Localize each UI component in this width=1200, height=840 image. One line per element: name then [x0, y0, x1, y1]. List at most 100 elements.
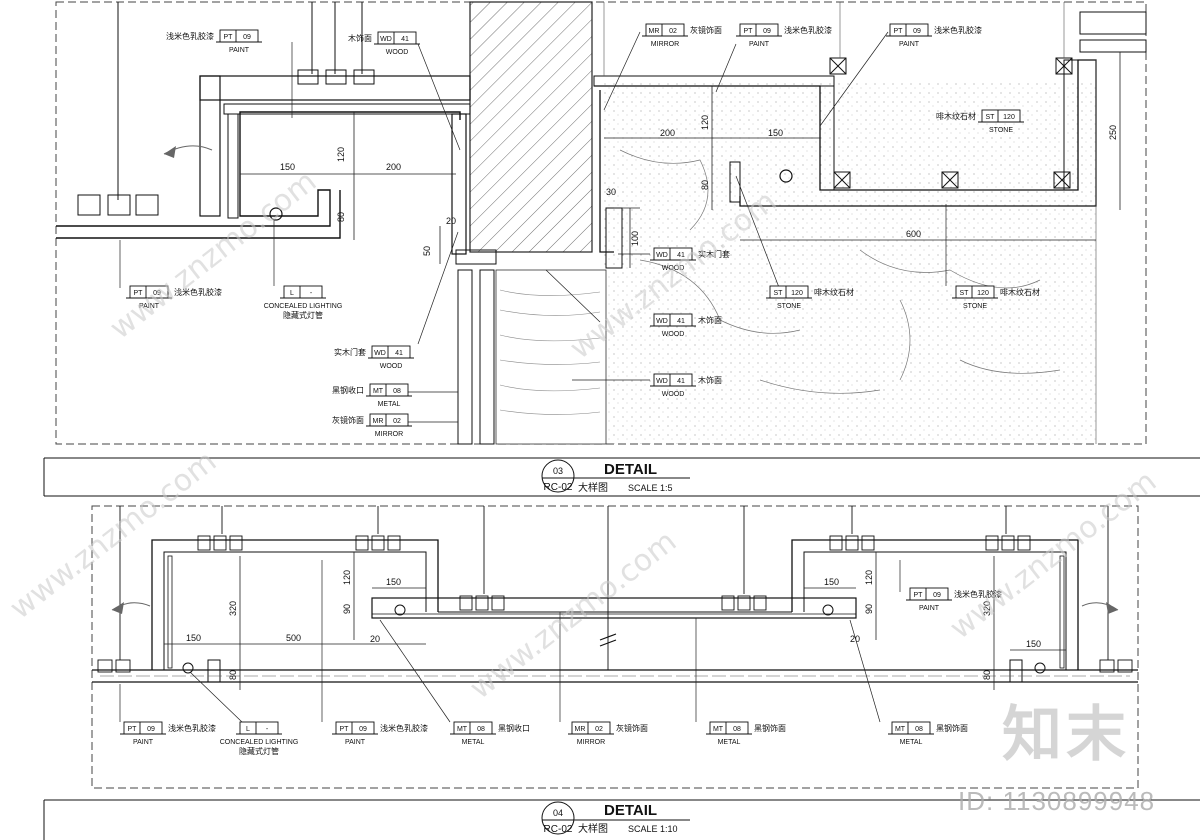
tag-number: 09: [913, 28, 921, 35]
tag-number: 09: [153, 290, 161, 297]
tag-code: MR: [373, 418, 384, 425]
detail-04-sheet-ref: RC-02: [544, 824, 573, 835]
tag-material-cn: 木饰面: [348, 33, 372, 43]
tag-code: PT: [340, 726, 350, 733]
tag-material-cn: 隐藏式灯管: [239, 746, 279, 756]
dim-03-j: 80: [700, 180, 710, 190]
dim-04-l: 320: [982, 601, 992, 616]
tag-material-cn: 黑钢饰面: [754, 723, 786, 733]
tag-material-cn: 灰镜饰面: [616, 723, 648, 733]
tag-number: -: [266, 726, 269, 733]
detail-04-title-block: 04 RC-02 DETAIL 大样图 SCALE 1:10: [43, 799, 1200, 840]
detail-03-subtitle: 大样图: [578, 481, 608, 494]
tag-material-cn: 啡木纹石材: [814, 287, 854, 297]
dim-03-l: 100: [630, 231, 640, 246]
dim-04-o: 80: [982, 670, 992, 680]
dim-04-m: 20: [850, 634, 860, 644]
tag-code: ST: [986, 114, 996, 121]
dim-04-i: 150: [824, 577, 839, 587]
tag-number: 09: [147, 726, 155, 733]
dim-03-b: 200: [386, 162, 401, 172]
tag-material-cn: 木饰面: [698, 315, 722, 325]
tag-number: 08: [733, 726, 741, 733]
tag-material-en: PAINT: [919, 605, 940, 612]
tag-material-cn: 啡木纹石材: [1000, 287, 1040, 297]
dim-03-d: 80: [336, 212, 346, 222]
tag-number: -: [310, 290, 313, 297]
brand-logo: 知末: [1002, 700, 1192, 770]
tag-material-en: WOOD: [662, 265, 685, 272]
dim-03-g: 200: [660, 128, 675, 138]
tag-code: PT: [914, 592, 924, 599]
dim-04-a: 150: [386, 577, 401, 587]
tag-material-en: PAINT: [229, 47, 250, 54]
tag-code: MT: [895, 726, 906, 733]
detail-03-drawing: [55, 1, 1147, 445]
tag-code: PT: [224, 34, 234, 41]
tag-material-cn: 浅米色乳胶漆: [174, 287, 222, 297]
tag-material-en: WOOD: [662, 331, 685, 338]
tag-code: PT: [744, 28, 754, 35]
tag-material-cn: 灰镜饰面: [690, 25, 722, 35]
tag-material-en: PAINT: [133, 739, 154, 746]
detail-04-subtitle: 大样图: [578, 822, 608, 835]
dim-03-c: 120: [336, 147, 346, 162]
tag-number: 02: [595, 726, 603, 733]
tag-number: 41: [395, 350, 403, 357]
tag-code: MR: [649, 28, 660, 35]
tag-material-en: STONE: [963, 303, 987, 310]
tag-material-cn: 黑钢饰面: [936, 723, 968, 733]
tag-number: 08: [393, 388, 401, 395]
tag-number: 09: [359, 726, 367, 733]
tag-number: 09: [933, 592, 941, 599]
dim-04-e: 150: [186, 633, 201, 643]
tag-number: 08: [915, 726, 923, 733]
tag-material-cn: 浅米色乳胶漆: [784, 25, 832, 35]
tag-material-en: CONCEALED LIGHTING: [220, 739, 299, 746]
dim-03-i: 120: [700, 115, 710, 130]
tag-material-en: WOOD: [662, 391, 685, 398]
tag-number: 41: [677, 252, 685, 259]
tag-code: WD: [374, 350, 386, 357]
tag-code: MT: [373, 388, 384, 395]
dim-04-h: 80: [228, 670, 238, 680]
tag-number: 02: [393, 418, 401, 425]
tag-code: MT: [713, 726, 724, 733]
tag-number: 09: [763, 28, 771, 35]
tag-number: 41: [401, 36, 409, 43]
tag-material-en: MIRROR: [651, 41, 679, 48]
tag-material-en: MIRROR: [375, 431, 403, 438]
tag-code: L: [246, 726, 250, 733]
tag-material-en: CONCEALED LIGHTING: [264, 303, 343, 310]
tag-number: 08: [477, 726, 485, 733]
tag-material-en: STONE: [989, 127, 1013, 134]
detail-04-dimensions: 150 120 90 320 150 500 20 80 150 120 90 …: [186, 570, 1041, 680]
dim-03-h: 150: [768, 128, 783, 138]
detail-04-number: 04: [553, 808, 563, 818]
tag-code: WD: [656, 378, 668, 385]
tag-material-en: MIRROR: [577, 739, 605, 746]
tag-material-cn: 实木门套: [334, 347, 366, 357]
detail-03-dimensions: 150 200 120 80 20 50 200 150 120 80 30 1…: [280, 115, 1118, 256]
dim-03-e: 20: [446, 216, 456, 226]
tag-code: WD: [656, 252, 668, 259]
tag-material-cn: 浅米色乳胶漆: [954, 589, 1002, 599]
detail-03-sheet-ref: RC-02: [544, 482, 573, 493]
